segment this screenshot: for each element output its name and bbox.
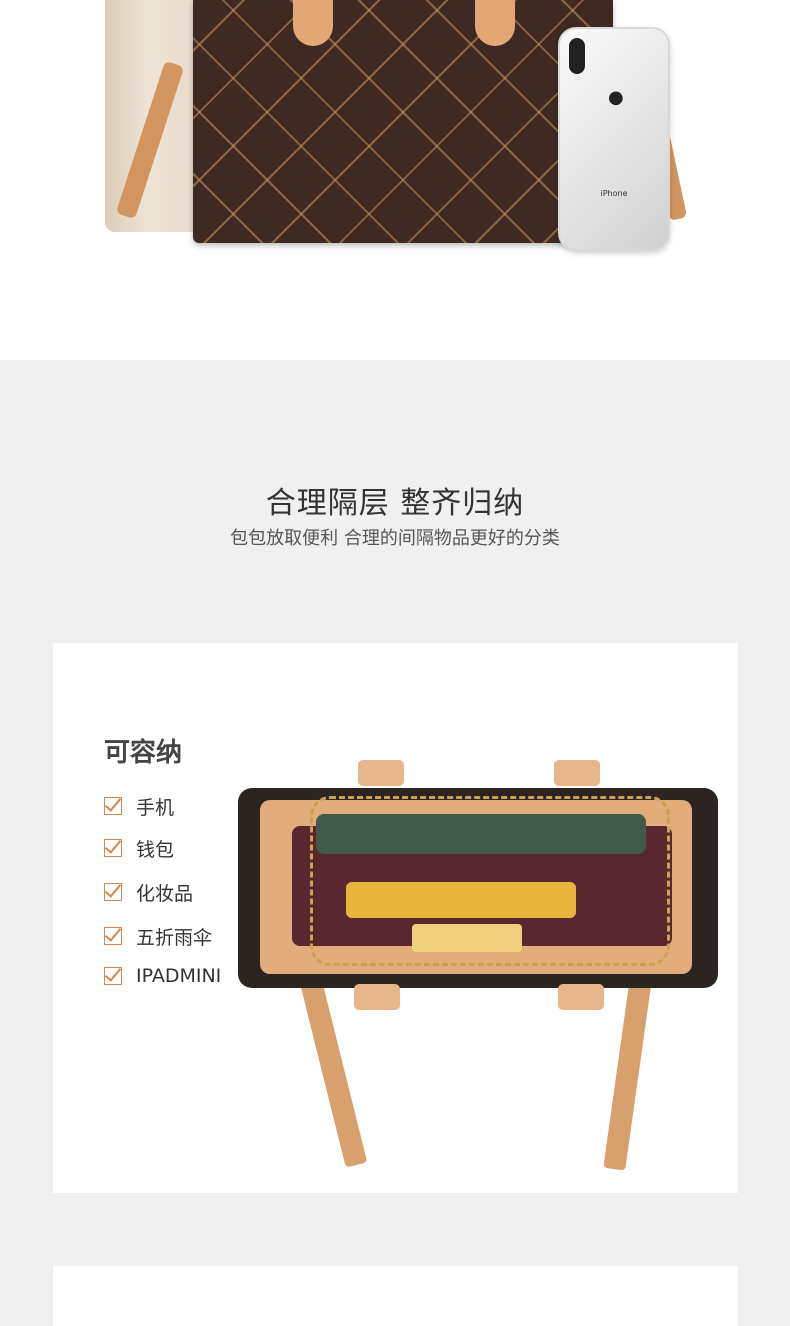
list-item-label: 五折雨伞 [136, 926, 213, 949]
product-photo-banner: ● iPhone [0, 0, 790, 360]
open-bag-bottom-tab [354, 984, 400, 1010]
open-bag-strap-right [603, 969, 653, 1171]
list-item: 化妆品 [104, 882, 193, 905]
apple-logo-icon: ● [608, 87, 624, 108]
phone-camera [569, 38, 585, 74]
section-subtitle: 包包放取便利 合理的间隔物品更好的分类 [230, 528, 560, 549]
open-bag-pocket [316, 814, 646, 854]
list-item-label: 化妆品 [136, 882, 194, 905]
checkbox-icon [104, 927, 122, 945]
section-title: 合理隔层 整齐归纳 [265, 486, 525, 521]
open-bag-small-item [412, 924, 522, 952]
checkbox-icon [104, 797, 122, 815]
phone-image: ● iPhone [558, 27, 670, 251]
phone-label: iPhone [600, 189, 628, 198]
next-card [53, 1266, 738, 1326]
open-bag-cosmetic-item [346, 882, 576, 918]
capacity-title: 可容纳 [104, 738, 183, 768]
list-item-label: 手机 [136, 796, 175, 819]
checkbox-icon [104, 967, 122, 985]
open-bag-handle-tab [554, 760, 600, 786]
open-bag-zipper [310, 796, 670, 966]
list-item: 五折雨伞 [104, 926, 212, 949]
bag-handle-tab-left [293, 0, 333, 46]
list-item: IPADMINI [104, 965, 222, 987]
list-item: 手机 [104, 796, 174, 819]
checkbox-icon [104, 883, 122, 901]
open-bag-bottom-tab [558, 984, 604, 1010]
bag-handle-tab-right [475, 0, 515, 46]
monogram-bag-image [193, 0, 613, 243]
open-bag-handle-tab [358, 760, 404, 786]
checkbox-icon [104, 839, 122, 857]
list-item-label: IPADMINI [136, 965, 222, 987]
open-bag-image [236, 756, 720, 1171]
list-item: 钱包 [104, 838, 174, 861]
list-item-label: 钱包 [136, 838, 175, 861]
